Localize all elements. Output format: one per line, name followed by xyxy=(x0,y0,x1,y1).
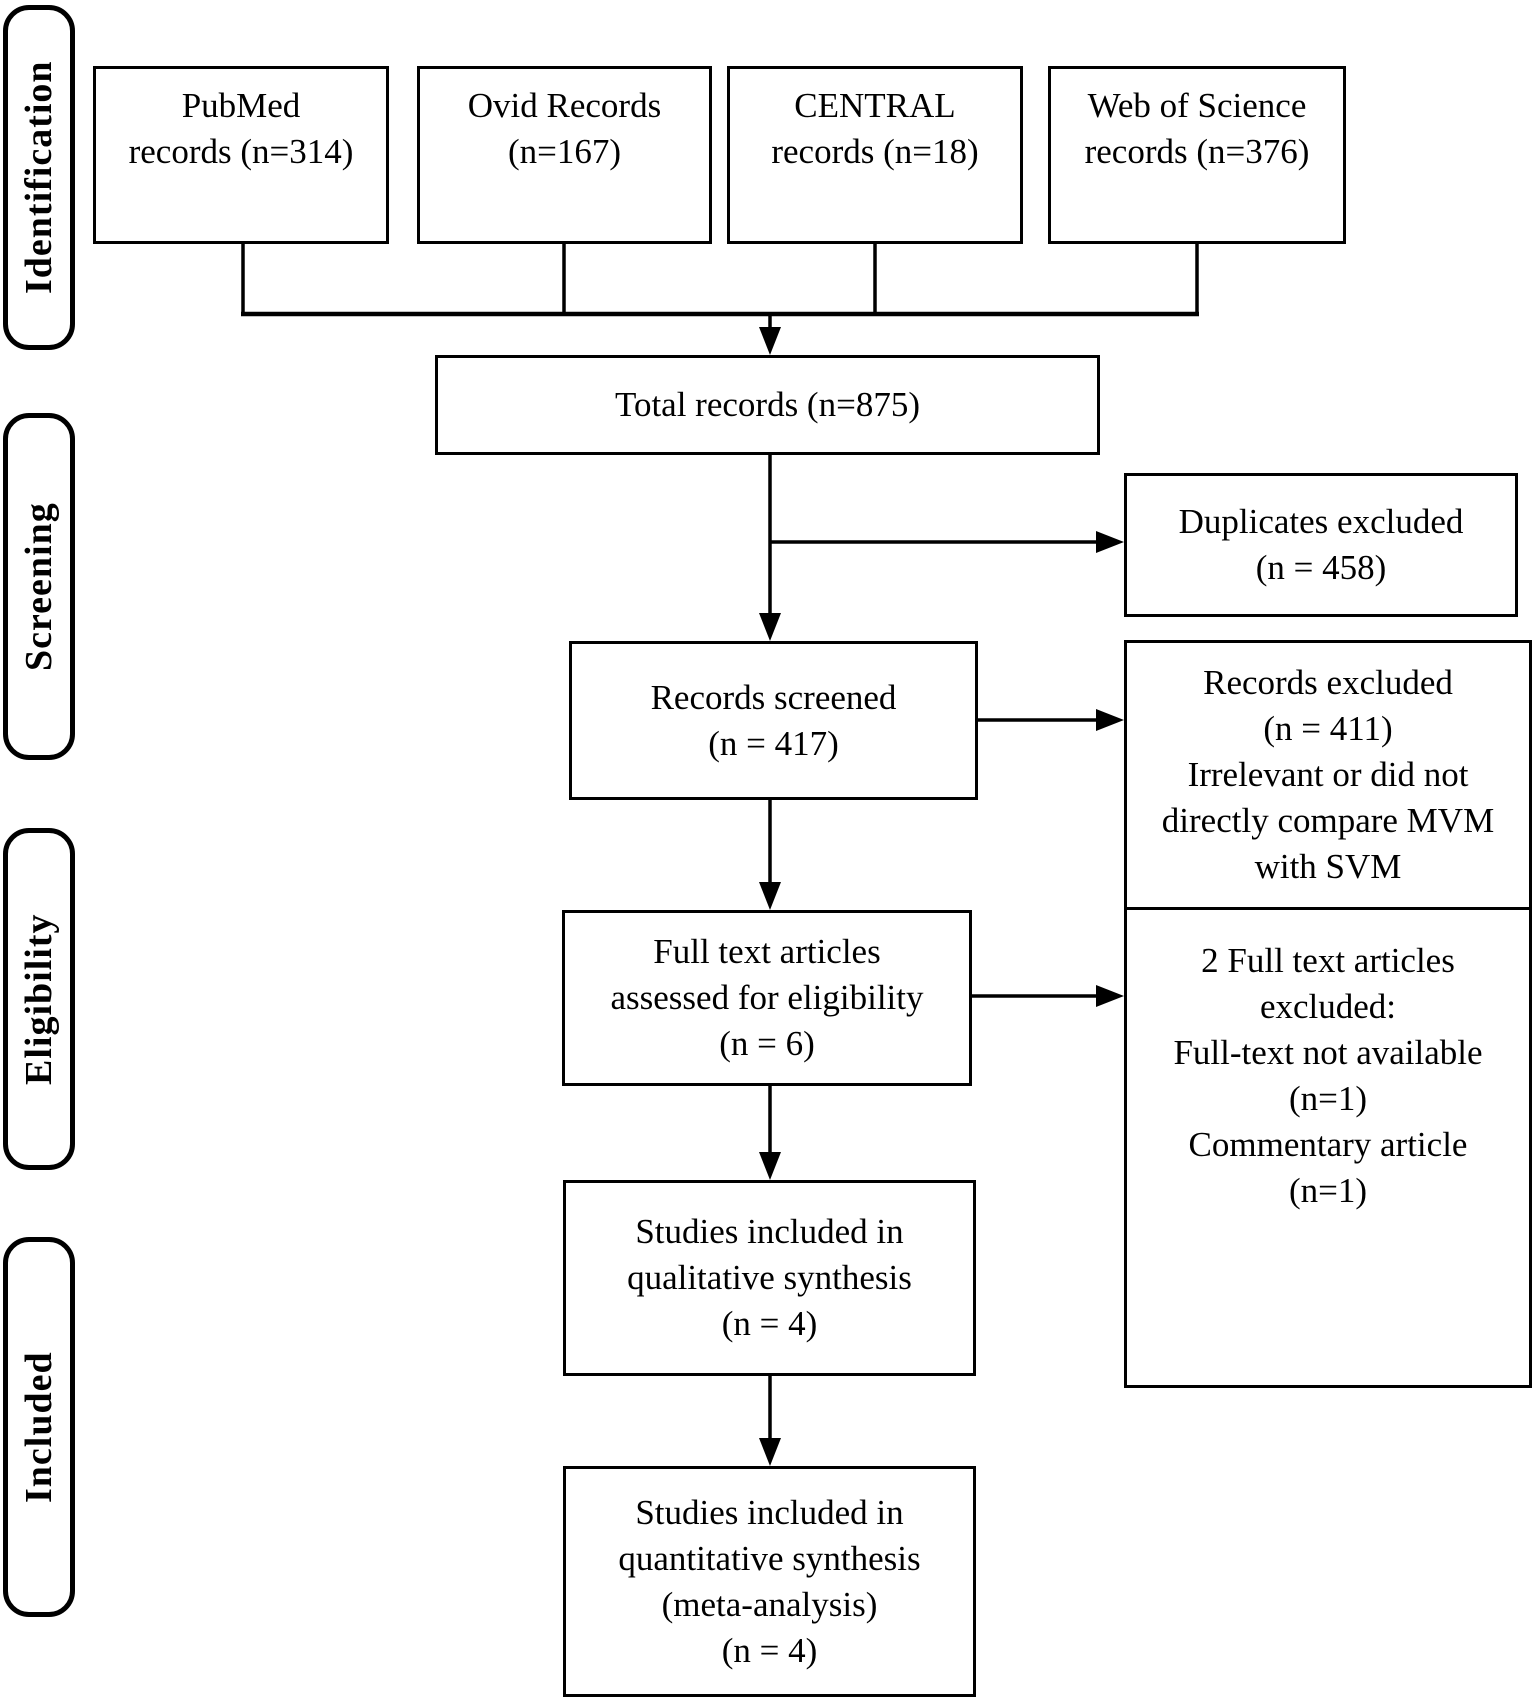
box-total-records: Total records (n=875) xyxy=(435,355,1100,455)
stage-rail-identification: Identification xyxy=(3,5,75,350)
box-quantitative-synthesis: Studies included in quantitative synthes… xyxy=(563,1466,976,1697)
box-central-records-text: CENTRAL records (n=18) xyxy=(771,86,979,171)
box-qualitative-synthesis: Studies included in qualitative synthesi… xyxy=(563,1180,976,1376)
box-fulltext-excluded-text: 2 Full text articles excluded: Full-text… xyxy=(1173,941,1483,1210)
box-duplicates-excluded-text: Duplicates excluded (n = 458) xyxy=(1178,502,1464,587)
box-total-records-text: Total records (n=875) xyxy=(615,385,920,424)
box-web-of-science-records-text: Web of Science records (n=376) xyxy=(1084,86,1310,171)
stage-rail-included: Included xyxy=(3,1237,75,1617)
box-records-screened: Records screened (n = 417) xyxy=(569,641,978,800)
box-fulltext-assessed: Full text articles assessed for eligibil… xyxy=(562,910,972,1086)
stage-label-eligibility: Eligibility xyxy=(18,913,60,1085)
box-fulltext-excluded: 2 Full text articles excluded: Full-text… xyxy=(1124,907,1532,1388)
arrowhead-total-to-screened xyxy=(759,613,781,641)
box-records-excluded-text: Records excluded (n = 411) Irrelevant or… xyxy=(1161,663,1495,886)
box-ovid-records: Ovid Records (n=167) xyxy=(417,66,712,244)
arrowhead-screened-to-fulltext xyxy=(759,882,781,910)
box-pubmed-records-text: PubMed records (n=314) xyxy=(128,86,354,171)
box-central-records: CENTRAL records (n=18) xyxy=(727,66,1023,244)
arrowhead-merge-to-total xyxy=(759,327,781,355)
arrowhead-to-duplicates xyxy=(1096,531,1124,553)
arrowhead-to-records-excluded xyxy=(1096,709,1124,731)
stage-label-included: Included xyxy=(18,1351,60,1503)
arrowhead-qualitative-to-quantitative xyxy=(759,1438,781,1466)
box-fulltext-assessed-text: Full text articles assessed for eligibil… xyxy=(610,932,924,1063)
box-ovid-records-text: Ovid Records (n=167) xyxy=(467,86,662,171)
box-qualitative-synthesis-text: Studies included in qualitative synthesi… xyxy=(627,1212,912,1343)
stage-rail-screening: Screening xyxy=(3,413,75,760)
box-duplicates-excluded: Duplicates excluded (n = 458) xyxy=(1124,473,1518,617)
stage-label-screening: Screening xyxy=(18,502,60,671)
box-records-excluded: Records excluded (n = 411) Irrelevant or… xyxy=(1124,640,1532,910)
box-records-screened-text: Records screened (n = 417) xyxy=(650,677,897,763)
stage-label-identification: Identification xyxy=(18,60,60,295)
arrowhead-fulltext-to-qualitative xyxy=(759,1152,781,1180)
arrowhead-to-fulltext-excluded xyxy=(1096,985,1124,1007)
box-web-of-science-records: Web of Science records (n=376) xyxy=(1048,66,1346,244)
stage-rail-eligibility: Eligibility xyxy=(3,828,75,1170)
box-quantitative-synthesis-text: Studies included in quantitative synthes… xyxy=(618,1492,921,1670)
box-pubmed-records: PubMed records (n=314) xyxy=(93,66,389,244)
